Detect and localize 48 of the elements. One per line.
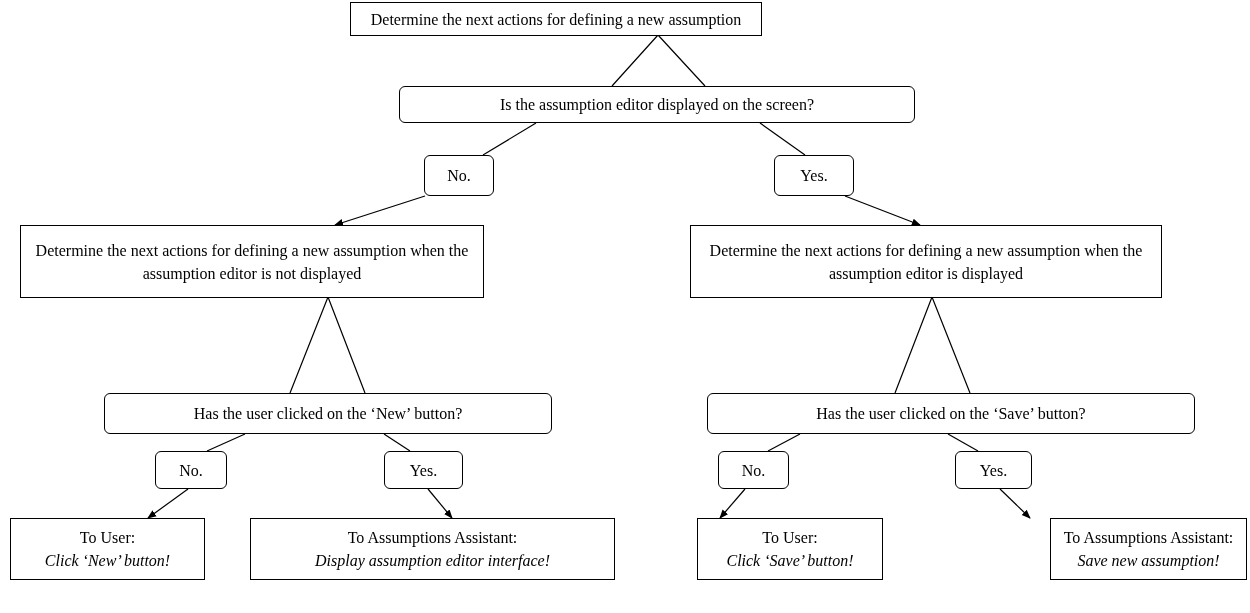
node-label: To User: [79,528,136,548]
arrow [999,488,1031,519]
connector-line [611,34,706,87]
node-label: Determine the next actions for defining a new assumption when the assumption editor is not displayed [34,240,470,285]
answer-box [424,155,494,196]
answer-box [955,451,1032,489]
connector-line [894,296,971,394]
decision-box [104,393,552,434]
node-label: Yes. [409,460,438,481]
node-message: Save new assumption! [1077,551,1220,572]
arrow [719,488,746,519]
action-box [250,518,615,580]
node-label: To User: [762,528,818,548]
connector-line [759,122,806,156]
connector-line [383,433,411,452]
node-label: Has the user clicked on the ‘New’ button? [193,404,463,424]
node-message: Display assumption editor interface! [314,551,551,572]
arrow [427,488,453,519]
connector-line [289,296,366,394]
node-message: Click ‘Save’ button! [726,551,854,571]
node-label: No. [741,460,766,481]
node-label: Determine the next actions for defining a new assumption [370,9,742,31]
action-box [1050,518,1247,580]
answer-box [718,451,789,489]
answer-box [384,451,463,489]
process-box [690,225,1162,298]
node-label: Yes. [800,166,828,186]
node-message: Click ‘New’ button! [44,551,171,571]
process-box [350,2,762,36]
node-label: Determine the next actions for defining a new assumption when the assumption editor is displayed [708,240,1144,285]
arrow [334,195,426,226]
node-label: No. [179,460,203,481]
node-label: Is the assumption editor displayed on the screen? [499,95,815,116]
action-box [10,518,205,580]
node-label: Has the user clicked on the ‘Save’ button? [816,404,1086,424]
node-label: To Assumptions Assistant: [1063,528,1234,549]
node-label: No. [447,166,471,186]
action-box [697,518,883,580]
answer-box [774,155,854,196]
arrow [147,488,189,519]
process-box [20,225,484,298]
decision-box [707,393,1195,434]
decision-box [399,86,915,123]
node-label: Yes. [979,460,1008,481]
arrow [844,195,921,226]
node-label: To Assumptions Assistant: [347,528,518,549]
connector-line [482,122,537,156]
answer-box [155,451,227,489]
